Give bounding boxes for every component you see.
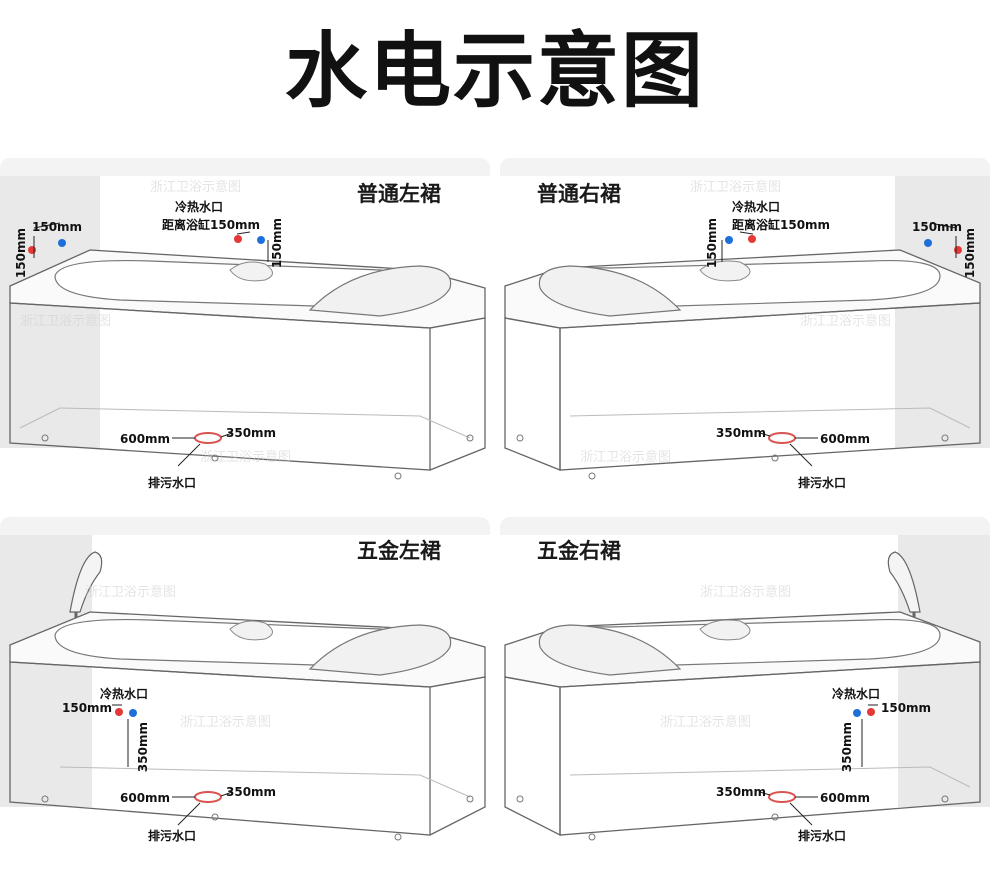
panel-title: 普通右裙 (537, 182, 621, 206)
inlet-label: 冷热水口 (175, 200, 224, 214)
panel-hardware-right: 五金右裙 冷热水口 150mm 350mm 350mm 600mm 排污水口 浙… (500, 517, 990, 853)
dim-350-vertical: 350mm (136, 722, 150, 773)
drain-label: 排污水口 (148, 476, 197, 490)
dim-600: 600mm (820, 432, 871, 446)
panel-title: 五金右裙 (537, 539, 621, 563)
watermark: 浙江卫浴示意图 (800, 314, 892, 329)
bathtub-drawing (500, 158, 990, 480)
inlet-label: 冷热水口 (100, 687, 149, 701)
drain-label: 排污水口 (798, 829, 847, 843)
bathtub-drawing (0, 158, 490, 480)
dim-350: 350mm (226, 785, 277, 799)
dim-350: 350mm (226, 426, 277, 440)
dim-600: 600mm (820, 791, 871, 805)
watermark: 浙江卫浴示意图 (580, 450, 672, 465)
dim-150-vertical: 150mm (963, 228, 977, 279)
drain-label: 排污水口 (798, 476, 847, 490)
panel-title: 普通左裙 (357, 182, 441, 206)
watermark: 浙江卫浴示意图 (200, 450, 292, 465)
dim-600: 600mm (120, 432, 171, 446)
dim-600: 600mm (120, 791, 171, 805)
panel-title: 五金左裙 (357, 539, 441, 563)
panel-standard-left: 普通左裙 150mm 150mm 冷热水口 距离浴缸150mm 150mm 60… (0, 158, 490, 494)
dim-150-inlet-vertical: 150mm (705, 218, 719, 269)
dim-150-inlet-vertical: 150mm (270, 218, 284, 269)
inlet-distance-label: 距离浴缸150mm (162, 218, 261, 232)
watermark: 浙江卫浴示意图 (150, 180, 242, 195)
panel-standard-right: 普通右裙 150mm 150mm 冷热水口 距离浴缸150mm 150mm 35… (500, 158, 990, 494)
shower-head-icon (69, 551, 103, 613)
watermark: 浙江卫浴示意图 (660, 715, 752, 730)
bathtub-drawing (500, 517, 990, 841)
panel-hardware-left: 五金左裙 冷热水口 150mm 350mm 600mm 350mm 排污水口 浙… (0, 517, 490, 853)
dim-150-horizontal: 150mm (881, 701, 932, 715)
dim-150-vertical: 150mm (14, 228, 28, 279)
dim-150-horizontal: 150mm (912, 220, 963, 234)
dim-150-horizontal: 150mm (62, 701, 113, 715)
watermark: 浙江卫浴示意图 (80, 849, 171, 853)
dim-350: 350mm (716, 426, 767, 440)
bathtub-drawing (0, 517, 490, 841)
watermark: 浙江卫浴示意图 (85, 585, 177, 600)
watermark: 浙江卫浴示意图 (180, 715, 272, 730)
shower-head-icon (887, 551, 921, 613)
watermark: 浙江卫浴示意图 (700, 585, 792, 600)
watermark: 浙江卫浴示意图 (800, 849, 891, 853)
inlet-label: 冷热水口 (832, 687, 881, 701)
watermark: 浙江卫浴示意图 (20, 314, 112, 329)
watermark: 浙江卫浴示意图 (690, 180, 782, 195)
dim-350: 350mm (716, 785, 767, 799)
drain-label: 排污水口 (148, 829, 197, 843)
inlet-label: 冷热水口 (732, 200, 781, 214)
dim-150-horizontal: 150mm (32, 220, 83, 234)
inlet-distance-label: 距离浴缸150mm (732, 218, 831, 232)
dim-350-vertical: 350mm (840, 722, 854, 773)
page-title: 水电示意图 (284, 24, 705, 119)
